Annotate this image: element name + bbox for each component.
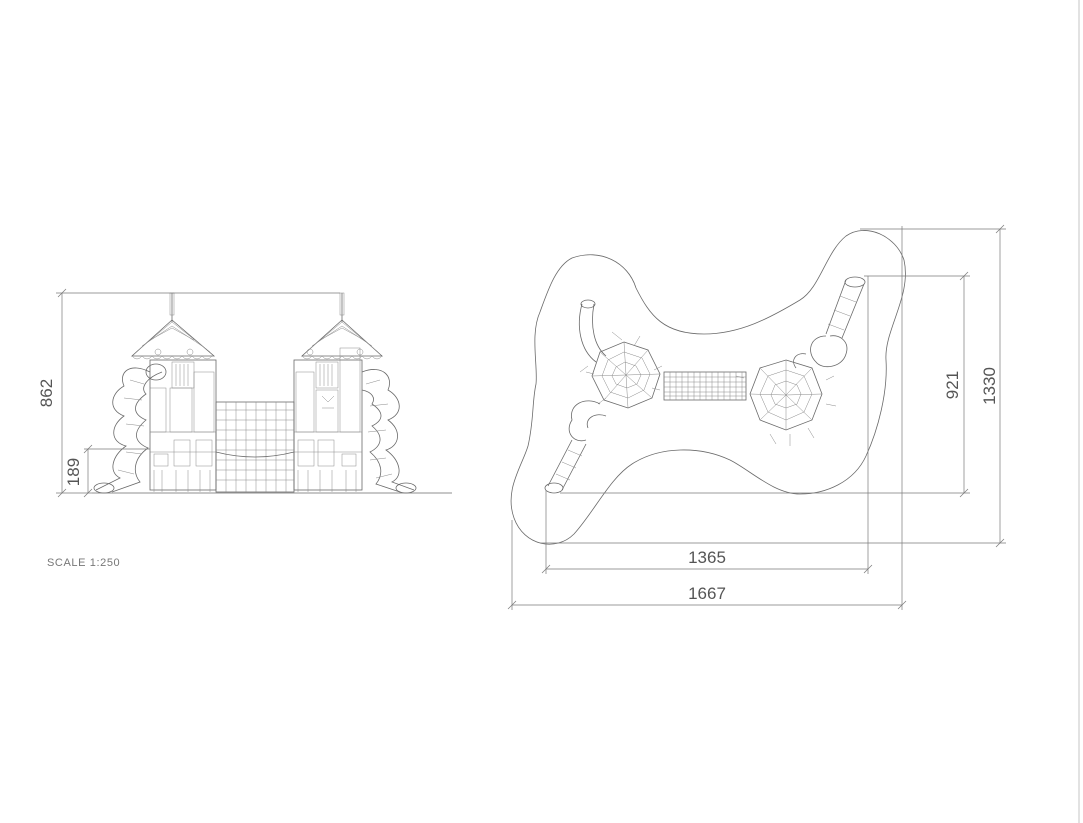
dimension-label-inner-depth: 921 [943,371,962,399]
dimension-label-total-height: 862 [37,379,56,407]
dimension-inner-width: 1365 [541,276,873,574]
elevation-view: 862 189 [37,288,452,498]
dimension-label-outer-width: 1667 [688,584,726,603]
left-tube-slide [93,363,167,494]
scale-label: SCALE 1:250 [47,557,121,569]
right-tower [293,292,384,492]
bridge-net [215,401,295,493]
left-tower [130,292,217,492]
dimension-outer-depth: 1330 [540,224,1006,548]
left-octagon-platform [585,331,663,409]
top-left-slide [579,299,607,373]
right-octagon-platform [735,359,837,446]
dimension-inner-depth: 921 [560,271,970,498]
right-tube-slide [361,369,417,494]
plan-net-bridge [663,371,747,401]
dimension-platform-height: 189 [64,444,150,498]
safety-zone-outline [510,230,906,545]
plan-view: 1365 1667 921 1330 [507,224,1006,610]
dimension-label-inner-width: 1365 [688,548,726,567]
dimension-label-outer-depth: 1330 [980,367,999,405]
dimension-total-height: 862 [37,288,340,498]
top-right-tube-slide [793,276,866,369]
dimension-outer-width: 1667 [507,226,907,610]
dimension-label-platform-height: 189 [64,458,83,486]
bottom-left-tube-slide [544,400,607,494]
